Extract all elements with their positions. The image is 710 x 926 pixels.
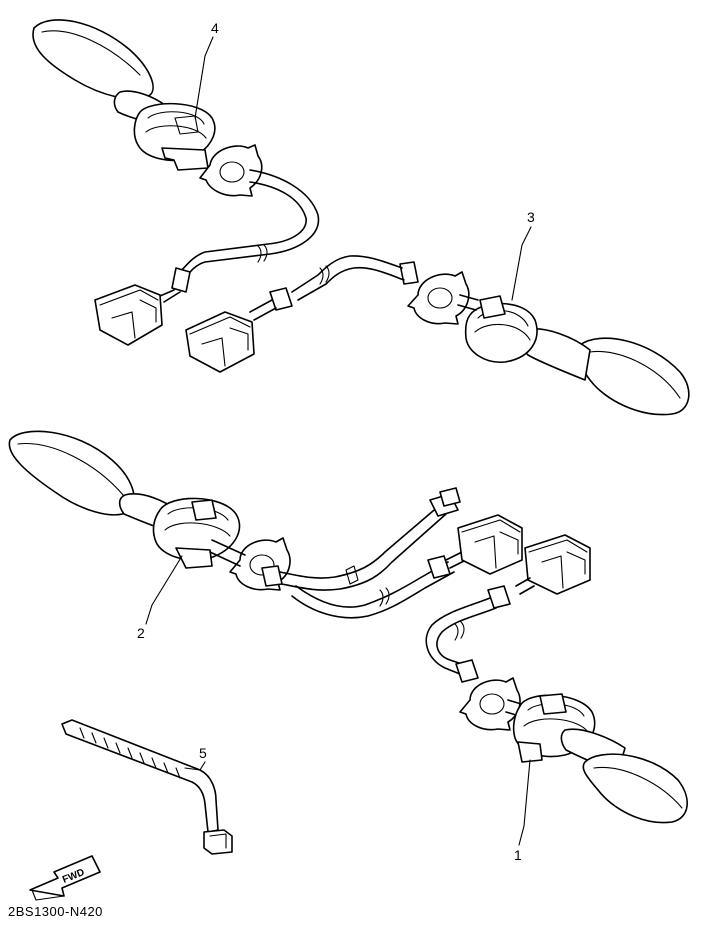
flasher-assembly-3 (185, 255, 690, 416)
part-number: 2BS1300-N420 (8, 904, 103, 919)
flasher-assembly-1 (425, 534, 688, 824)
flasher-assembly-2 (8, 430, 523, 619)
flasher-assembly-4 (32, 19, 320, 346)
fwd-arrow-icon (29, 855, 101, 901)
callout-4: 4 (211, 20, 219, 36)
callout-1: 1 (514, 847, 522, 863)
callout-2: 2 (137, 625, 145, 641)
cable-tie-5 (61, 719, 233, 855)
callout-leaders (145, 36, 532, 846)
callout-5: 5 (199, 745, 207, 761)
callout-3: 3 (527, 209, 535, 225)
